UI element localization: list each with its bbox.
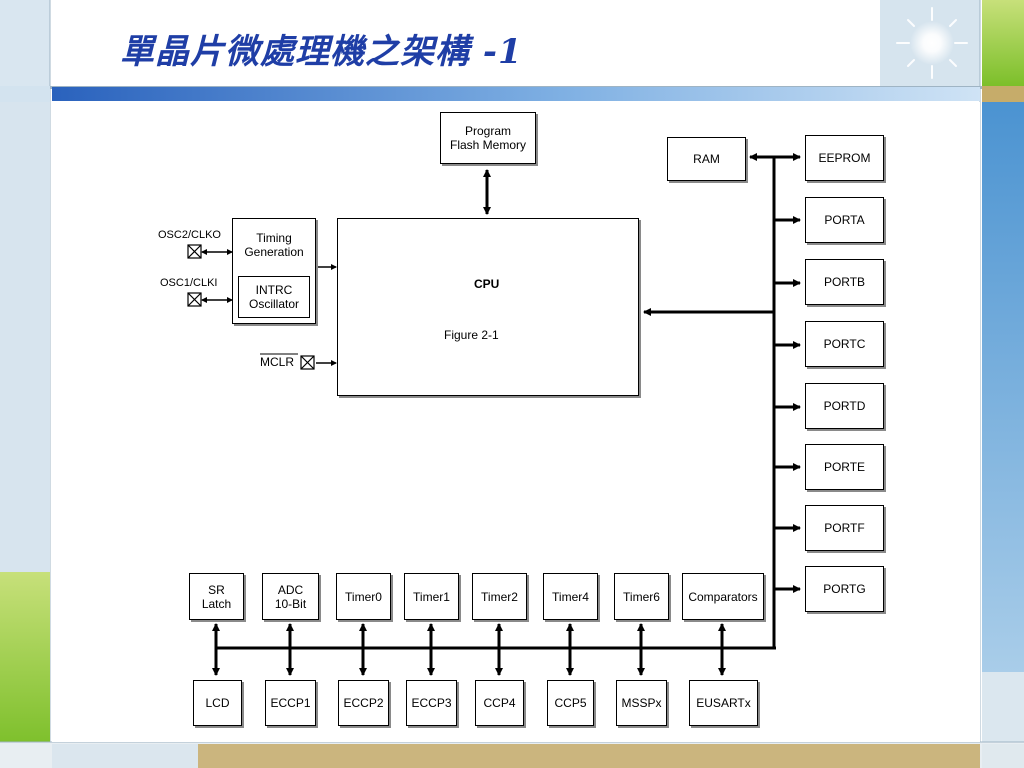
adc-block: ADC 10-Bit — [262, 573, 319, 620]
cpu-block — [337, 218, 639, 396]
sr-latch-block: SR Latch — [189, 573, 244, 620]
eeprom-block: EEPROM — [805, 135, 884, 181]
port-f-block: PORTF — [805, 505, 884, 551]
eccp2-block: ECCP2 — [338, 680, 389, 726]
program-flash-memory-block: Program Flash Memory — [440, 112, 536, 164]
ccp5-block: CCP5 — [547, 680, 594, 726]
ccp4-block: CCP4 — [475, 680, 524, 726]
port-b-block: PORTB — [805, 259, 884, 305]
port-a-block: PORTA — [805, 197, 884, 243]
slide-title: 單晶片微處理機之架構 -1 — [120, 32, 523, 72]
eccp1-block: ECCP1 — [265, 680, 316, 726]
eccp3-block: ECCP3 — [406, 680, 457, 726]
comparators-block: Comparators — [682, 573, 764, 620]
eusartx-block: EUSARTx — [689, 680, 758, 726]
port-c-block: PORTC — [805, 321, 884, 367]
osc1-clki-label: OSC1/CLKI — [160, 277, 218, 289]
mclr-label: MCLR — [260, 355, 295, 369]
timing-generation-label: Timing Generation — [244, 231, 304, 259]
timer2-block: Timer2 — [472, 573, 527, 620]
port-g-block: PORTG — [805, 566, 884, 612]
timer0-block: Timer0 — [336, 573, 391, 620]
intrc-oscillator-block: INTRC Oscillator — [238, 276, 310, 318]
lcd-block: LCD — [193, 680, 242, 726]
osc2-clko-label: OSC2/CLKO — [158, 229, 221, 241]
msspx-block: MSSPx — [616, 680, 667, 726]
timer1-block: Timer1 — [404, 573, 459, 620]
timer6-block: Timer6 — [614, 573, 669, 620]
cpu-label: CPU — [474, 277, 500, 291]
port-d-block: PORTD — [805, 383, 884, 429]
ram-block: RAM — [667, 137, 746, 181]
timer4-block: Timer4 — [543, 573, 598, 620]
figure-label: Figure 2-1 — [444, 328, 499, 342]
port-e-block: PORTE — [805, 444, 884, 490]
